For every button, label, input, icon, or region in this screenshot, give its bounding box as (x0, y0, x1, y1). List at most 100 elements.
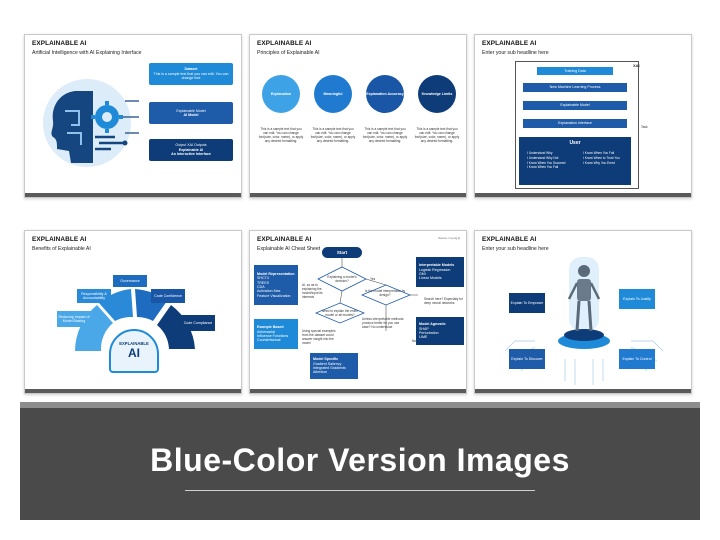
flow-ml-process: New Machine Learning Process (523, 83, 627, 92)
box-item: CDA (257, 285, 265, 289)
principle-label: Meaningful (323, 91, 343, 96)
slide-footer-bar (25, 389, 241, 393)
flow-user: User (519, 137, 631, 185)
box-item: Feature Visualization (257, 293, 291, 298)
principle-text: This is a sample text that you can edit.… (414, 127, 460, 144)
dataset-box-body: This is a sample text that you can edit.… (153, 71, 229, 81)
box-item: GMI (419, 272, 426, 276)
principle-circle: Explanation (262, 75, 300, 113)
box-item: Perturbation (419, 331, 439, 335)
explain-to-empower: Explain To Empower (509, 293, 545, 313)
xai-output-box-head: Output XAI Outputs (175, 143, 207, 148)
principle-card-2: Meaningful This is a sample text that yo… (310, 75, 356, 144)
slide-subtitle: Principles of Explainable AI (257, 50, 320, 56)
flow-explanation-interface: Explanation Interface (523, 119, 627, 128)
user-list-item: I Know When You Fail (527, 165, 559, 170)
box-head: Model Agnostic (419, 322, 446, 327)
principle-label: Knowledge Limits (421, 91, 453, 96)
flow-user-label: User (569, 140, 581, 146)
slide-footer-bar (250, 389, 466, 393)
box-item: LIME (419, 335, 428, 340)
center-label: EXPLAINABLE (119, 340, 149, 346)
slide-thumbnail-3[interactable]: EXPLAINABLE AI Enter your sub headline h… (474, 34, 692, 198)
center-big: AI (128, 346, 140, 361)
ai-model-box: Explainable Model AI Model (149, 102, 233, 124)
model-specific-box: Model Specific Gradient Saliency Integra… (310, 353, 358, 379)
user-list-item: I Understand Why Not (527, 155, 559, 160)
box-item: SHCT4 (257, 276, 269, 281)
xai-frame (515, 61, 639, 189)
start-node: Start (322, 247, 362, 258)
model-representation-box: Model Representation SHCT4 TREES CDA Act… (254, 265, 298, 305)
slide-thumbnail-5[interactable]: EXPLAINABLE AI Explainable AI Cheat Shee… (249, 230, 467, 394)
slide-thumbnail-2[interactable]: EXPLAINABLE AI Principles of Explainable… (249, 34, 467, 198)
no-label: No (412, 339, 417, 343)
user-list-item: I Know When You Succeed (527, 160, 566, 165)
ai-head-illustration (43, 79, 139, 167)
explain-to-discover: Explain To Discover (509, 349, 545, 369)
user-list-item: I Know When You Fail (583, 151, 615, 155)
box-item: Integrated Gradients (313, 366, 346, 370)
slide-footer-bar (25, 193, 241, 197)
user-list-right: I Know When You Fail I Know When to Trus… (583, 151, 620, 165)
robot-circuit-illustration (504, 257, 664, 385)
xai-label: XAI (633, 63, 640, 68)
slide-title: EXPLAINABLE AI (257, 236, 312, 243)
ai-model-box-head: Explainable Model (176, 108, 206, 113)
slide-footer-bar (250, 193, 466, 197)
banner-title: Blue-Color Version Images (150, 442, 570, 478)
user-list-left: I Understand Why I Understand Why Not I … (527, 151, 565, 170)
question-2: Is the model interpretable by design? (364, 289, 406, 298)
box-item: Adversarial (257, 329, 275, 334)
slide-subtitle: Benefits of Explainable AI (32, 246, 91, 252)
slide-thumbnail-6[interactable]: EXPLAINABLE AI Enter your sub headline h… (474, 230, 692, 394)
explain-to-justify: Explain To Justify (619, 289, 655, 309)
slide-subtitle: Explainable AI Cheat Sheet (257, 246, 321, 252)
principle-text: This is a sample text that you can edit.… (258, 127, 304, 144)
slide-title: EXPLAINABLE AI (32, 40, 87, 47)
dataset-box: Dataset This is a sample text that you c… (149, 63, 233, 85)
note-d: Unless interpretable methods produce bet… (362, 317, 404, 330)
principle-circle: Meaningful (314, 75, 352, 113)
slide-subtitle: Enter your sub headline here (482, 50, 549, 56)
user-list-item: I Know Why You Erred (583, 160, 615, 165)
dataset-box-head: Dataset (184, 67, 198, 72)
principle-label: Explanation (270, 91, 292, 96)
box-head: Example Based (257, 325, 284, 330)
question-1: Explaining a model's decision? (327, 275, 357, 284)
box-head: Model Specific (313, 357, 339, 362)
yes-label: Yes (370, 277, 376, 281)
note-b: Using special examples from the dataset … (302, 329, 336, 346)
ai-model-box-body: AI Model (183, 113, 199, 117)
box-item: TREES (257, 280, 269, 285)
box-item: Activation Max (257, 289, 281, 294)
xai-output-box-body: Explainable AI An Interactive Interface (171, 147, 211, 157)
box-head: Model Representation (257, 271, 295, 276)
principle-card-1: Explanation This is a sample text that y… (258, 75, 304, 144)
box-item: SHAP (419, 326, 429, 331)
slide-thumbnail-4[interactable]: EXPLAINABLE AI Benefits of Explainable A… (24, 230, 242, 394)
slide-title: EXPLAINABLE AI (257, 40, 312, 47)
user-list-item: I Know When to Trust You (583, 155, 620, 160)
slide-subtitle: Artificial Intelligence with AI Explaini… (32, 50, 142, 56)
principle-text: This is a sample text that you can edit.… (310, 127, 356, 144)
principle-circle: Knowledge Limits (418, 75, 456, 113)
explainable-ai-center: EXPLAINABLE AI (109, 329, 159, 373)
box-head: Interpretable Models (419, 263, 455, 268)
box-item: Attention (313, 370, 328, 375)
benefit-code-confidence: Code Confidence (151, 289, 185, 303)
box-item: Logistic Regression (419, 267, 451, 272)
version-banner: Blue-Color Version Images (20, 402, 700, 520)
benefit-responsibility: Responsibility & Accountability (77, 289, 111, 303)
slide-footer-bar (475, 389, 691, 393)
slide-thumbnail-1[interactable]: EXPLAINABLE AI Artificial Intelligence w… (24, 34, 242, 198)
source-note: Source: mq.org.jk (438, 236, 460, 240)
example-based-box: Example Based Adversarial Influence Func… (254, 319, 298, 349)
slide-title: EXPLAINABLE AI (32, 236, 87, 243)
box-item: Counterfactual (257, 338, 281, 343)
benefit-code-compliance: Code Compliance (181, 315, 215, 331)
note-a: AI, so as to explaining the model/input … (302, 283, 323, 300)
slide-title: EXPLAINABLE AI (482, 40, 537, 47)
principle-card-4: Knowledge Limits This is a sample text t… (414, 75, 460, 144)
box-item: Linear Models (419, 276, 442, 281)
